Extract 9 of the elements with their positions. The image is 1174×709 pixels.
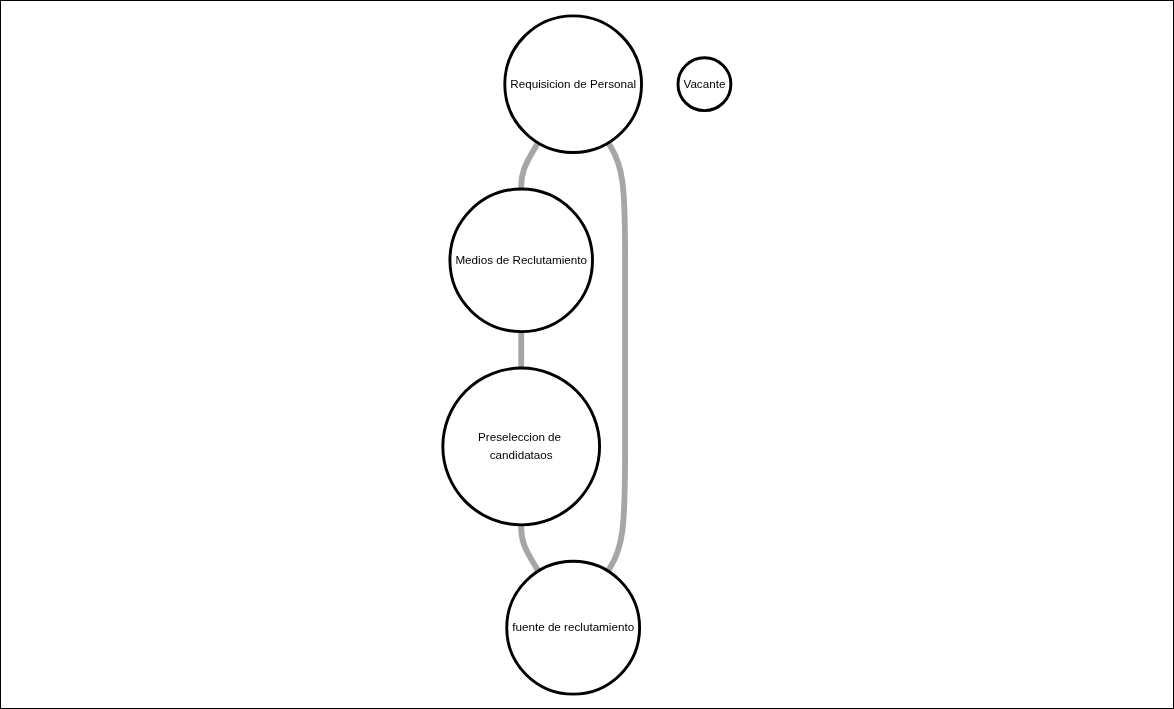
connector	[518, 331, 525, 368]
node-circle: Preseleccion de candidataos	[441, 366, 602, 526]
node-circle: fuente de reclutamiento	[505, 559, 642, 696]
connector	[518, 524, 542, 573]
node-circle: Requisicion de Personal	[503, 13, 644, 154]
node-circle: Vacante	[676, 55, 733, 112]
node-circle: Medios de Reclutamiento	[448, 187, 595, 333]
connector	[518, 140, 541, 189]
connector	[605, 140, 629, 573]
